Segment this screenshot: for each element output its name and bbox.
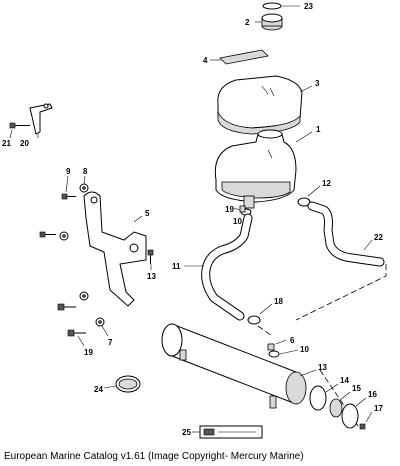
callout-20: 20 [20,139,29,148]
bolt-part-21 [9,122,30,139]
callout-23: 23 [304,2,313,11]
clamp-part-19-lower [247,303,273,325]
washer-part-6 [95,317,109,337]
callout-4: 4 [203,56,208,65]
fitting-part-10 [267,339,287,351]
callout-18: 22 [374,233,383,242]
callout-16: 16 [368,390,377,399]
callout-10-upper: 10 [233,217,242,226]
bracket-part-20 [29,103,53,138]
washer-part-8 [79,175,89,193]
decal-part-24 [103,375,141,393]
callout-1: 1 [316,125,321,134]
callout-24: 24 [94,385,103,394]
callout-2: 2 [245,18,250,27]
callout-8: 8 [83,167,88,176]
callout-21: 21 [2,139,11,148]
gasket-part-15 [329,391,351,418]
callout-7: 19 [84,348,93,357]
exploded-parts-diagram: 23 2 4 3 1 21 20 [2,2,387,439]
callout-22: 13 [147,272,156,281]
callout-14: 14 [340,376,349,385]
callout-25: 25 [182,428,191,437]
bolt-part-22 [147,249,154,270]
catalog-caption: European Marine Catalog v1.61 (Image Cop… [4,451,304,462]
seal-part-14 [309,383,339,411]
screw-part-17 [359,411,373,430]
callout-13: 13 [318,363,327,372]
callout-10: 6 [290,336,295,345]
callout-19-lower: 18 [274,297,283,306]
label-part-25 [192,425,263,439]
mounting-bracket-part-5 [83,191,147,307]
assembly-line-hose11 [257,325,273,337]
callout-11: 11 [172,262,181,271]
callout-12: 10 [300,345,309,354]
heat-exchanger [161,323,317,409]
bolt-left-upper [39,231,69,241]
assembly-line-hose18 [295,264,387,321]
callout-6: 7 [108,338,113,347]
end-cover-part-16 [341,397,367,429]
bolt-left-lower [57,303,76,311]
hose-part-18 [307,201,385,267]
callout-19-upper: 19 [225,205,234,214]
callout-17: 17 [374,404,383,413]
o-ring-part-23 [262,2,300,10]
coolant-reservoir-part-1 [214,129,313,209]
fitting-part-10-upper [239,205,246,213]
washer-left-mid [79,291,89,301]
clamp-part-12 [268,349,299,358]
bolt-part-9 [61,175,76,200]
bolt-part-7 [67,329,86,347]
reservoir-cover-part-3 [217,75,313,135]
callout-5: 5 [145,209,150,218]
hose-part-11 [184,213,253,321]
callout-13-upper-label: 12 [322,179,331,188]
callout-9: 9 [66,167,71,176]
callout-3: 3 [315,79,320,88]
fill-cap-part-2 [255,13,283,31]
gasket-part-4 [210,49,269,65]
callout-15: 15 [352,384,361,393]
